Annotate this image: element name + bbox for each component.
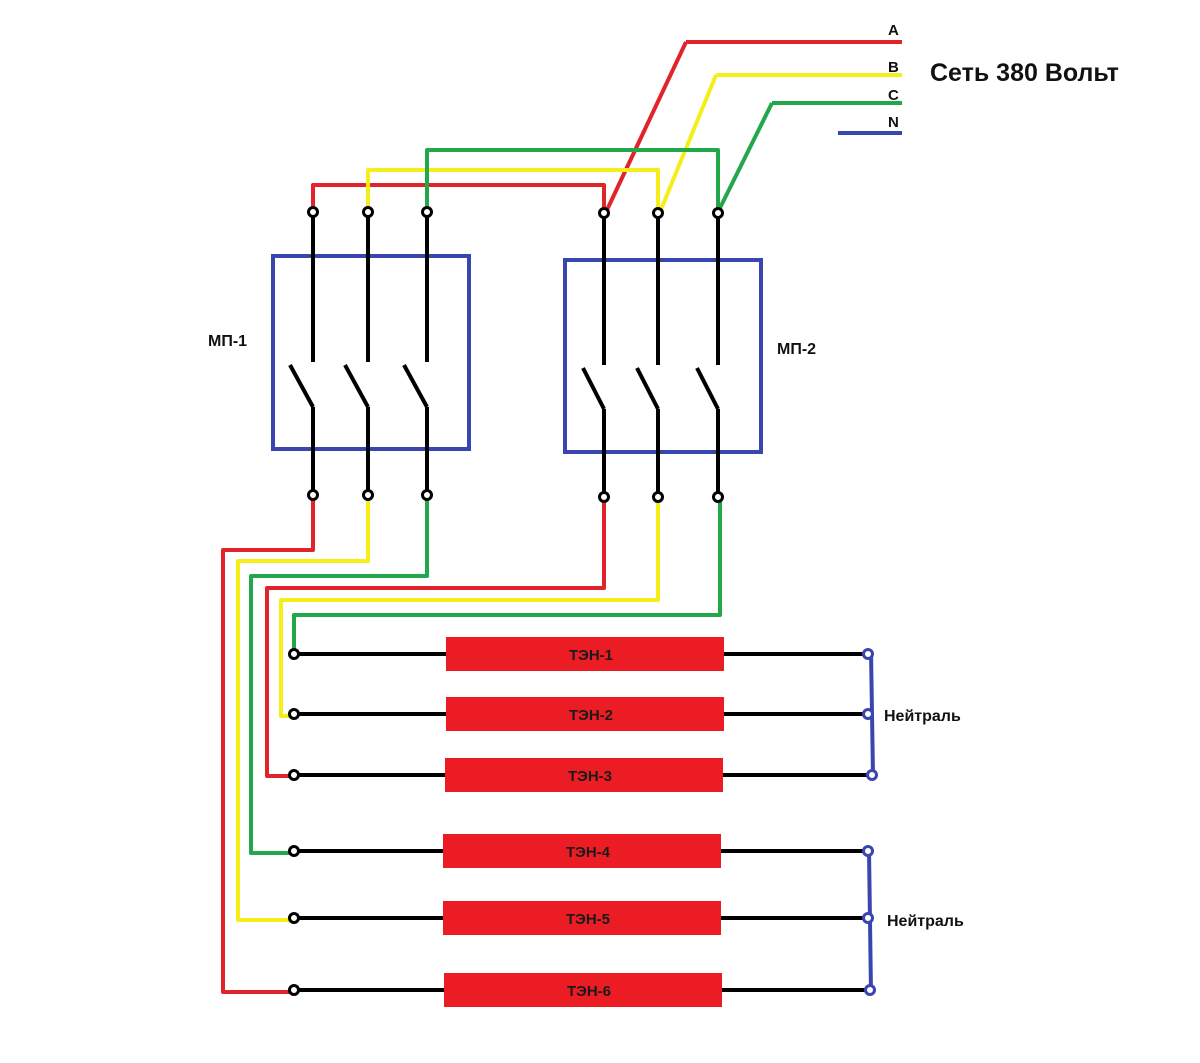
contactor-mp1-poles (288, 212, 429, 495)
heater-label: ТЭН-3 (568, 768, 612, 785)
terminal-heater-in (288, 984, 300, 996)
phase-label-b: B (888, 59, 899, 76)
wire-c-to-mp2 (716, 102, 774, 213)
terminal-neutral (862, 845, 874, 857)
terminal-heater-in (288, 708, 300, 720)
terminal-mp1-in (307, 206, 319, 218)
heater-ten-5: ТЭН-5 (294, 901, 868, 935)
terminal-mp1-out (362, 489, 374, 501)
terminal-neutral (862, 708, 874, 720)
contactor-mp2: МП-2 (563, 212, 816, 497)
contactor-mp2-box (563, 258, 763, 454)
output-wiring-mp1 (221, 495, 429, 994)
terminal-mp2-out (712, 491, 724, 503)
heater-body (446, 637, 724, 671)
heater-ten-1: ТЭН-1 (294, 637, 868, 671)
contactor-mp2-label: МП-2 (777, 341, 816, 358)
phase-label-n: N (888, 114, 899, 131)
terminal-mp1-in (362, 206, 374, 218)
contactor-mp1-box (271, 254, 471, 451)
heater-ten-2: ТЭН-2 (294, 697, 868, 731)
contactor-mp1-label: МП-1 (208, 333, 247, 350)
bridge-wiring-mp1 (311, 148, 720, 212)
terminal-mp2-in (652, 207, 664, 219)
terminal-mp1-out (421, 489, 433, 501)
wire-b-to-mp2 (658, 74, 718, 213)
terminal-mp1-out (307, 489, 319, 501)
wire-a-to-mp1 (311, 183, 606, 212)
wire-c-to-mp1 (425, 148, 720, 212)
network-title: Сеть 380 Вольт (930, 59, 1119, 87)
heater-body (443, 901, 721, 935)
heater-body (443, 834, 721, 868)
input-wiring-mp2 (604, 41, 774, 213)
wire-mp1-c-out (249, 497, 429, 855)
wire-mp2-b-out (279, 497, 660, 718)
heater-label: ТЭН-5 (566, 911, 610, 928)
neutral-buses (867, 650, 875, 993)
heater-body (444, 973, 722, 1007)
terminal-mp1-in (421, 206, 433, 218)
contactor-mp2-poles (581, 212, 720, 497)
supply-lines (686, 40, 902, 135)
neutral-label-2: Нейтраль (887, 913, 964, 930)
terminal-mp2-in (712, 207, 724, 219)
terminal-neutral (866, 769, 878, 781)
heater-label: ТЭН-1 (569, 647, 613, 664)
wire-b-to-mp1 (366, 168, 660, 212)
contactor-mp1: МП-1 (208, 212, 471, 495)
heater-body (445, 758, 723, 792)
terminal-mp2-in (598, 207, 610, 219)
terminal-neutral (862, 648, 874, 660)
terminal-heater-in (288, 912, 300, 924)
heater-label: ТЭН-4 (566, 844, 611, 861)
terminal-heater-in (288, 648, 300, 660)
output-wiring-mp2 (265, 497, 722, 778)
phase-label-c: C (888, 87, 899, 104)
heater-label: ТЭН-6 (567, 983, 611, 1000)
heater-ten-4: ТЭН-4 (294, 834, 868, 868)
terminal-mp2-out (598, 491, 610, 503)
wire-mp2-a-out (265, 497, 606, 778)
terminal-heater-in (288, 845, 300, 857)
terminal-neutral (862, 912, 874, 924)
heater-label: ТЭН-2 (569, 707, 613, 724)
terminal-neutral (864, 984, 876, 996)
wire-mp1-a-out (221, 495, 315, 994)
wire-mp2-c-out (292, 497, 722, 654)
heater-ten-3: ТЭН-3 (294, 758, 872, 792)
wire-mp1-b-out (236, 495, 370, 922)
wire-a-to-mp2 (604, 41, 688, 213)
heater-ten-6: ТЭН-6 (294, 973, 870, 1007)
terminal-heater-in (288, 769, 300, 781)
neutral-label-1: Нейтраль (884, 708, 961, 725)
terminals (288, 206, 878, 996)
heater-body (446, 697, 724, 731)
phase-label-a: A (888, 22, 899, 39)
terminal-mp2-out (652, 491, 664, 503)
